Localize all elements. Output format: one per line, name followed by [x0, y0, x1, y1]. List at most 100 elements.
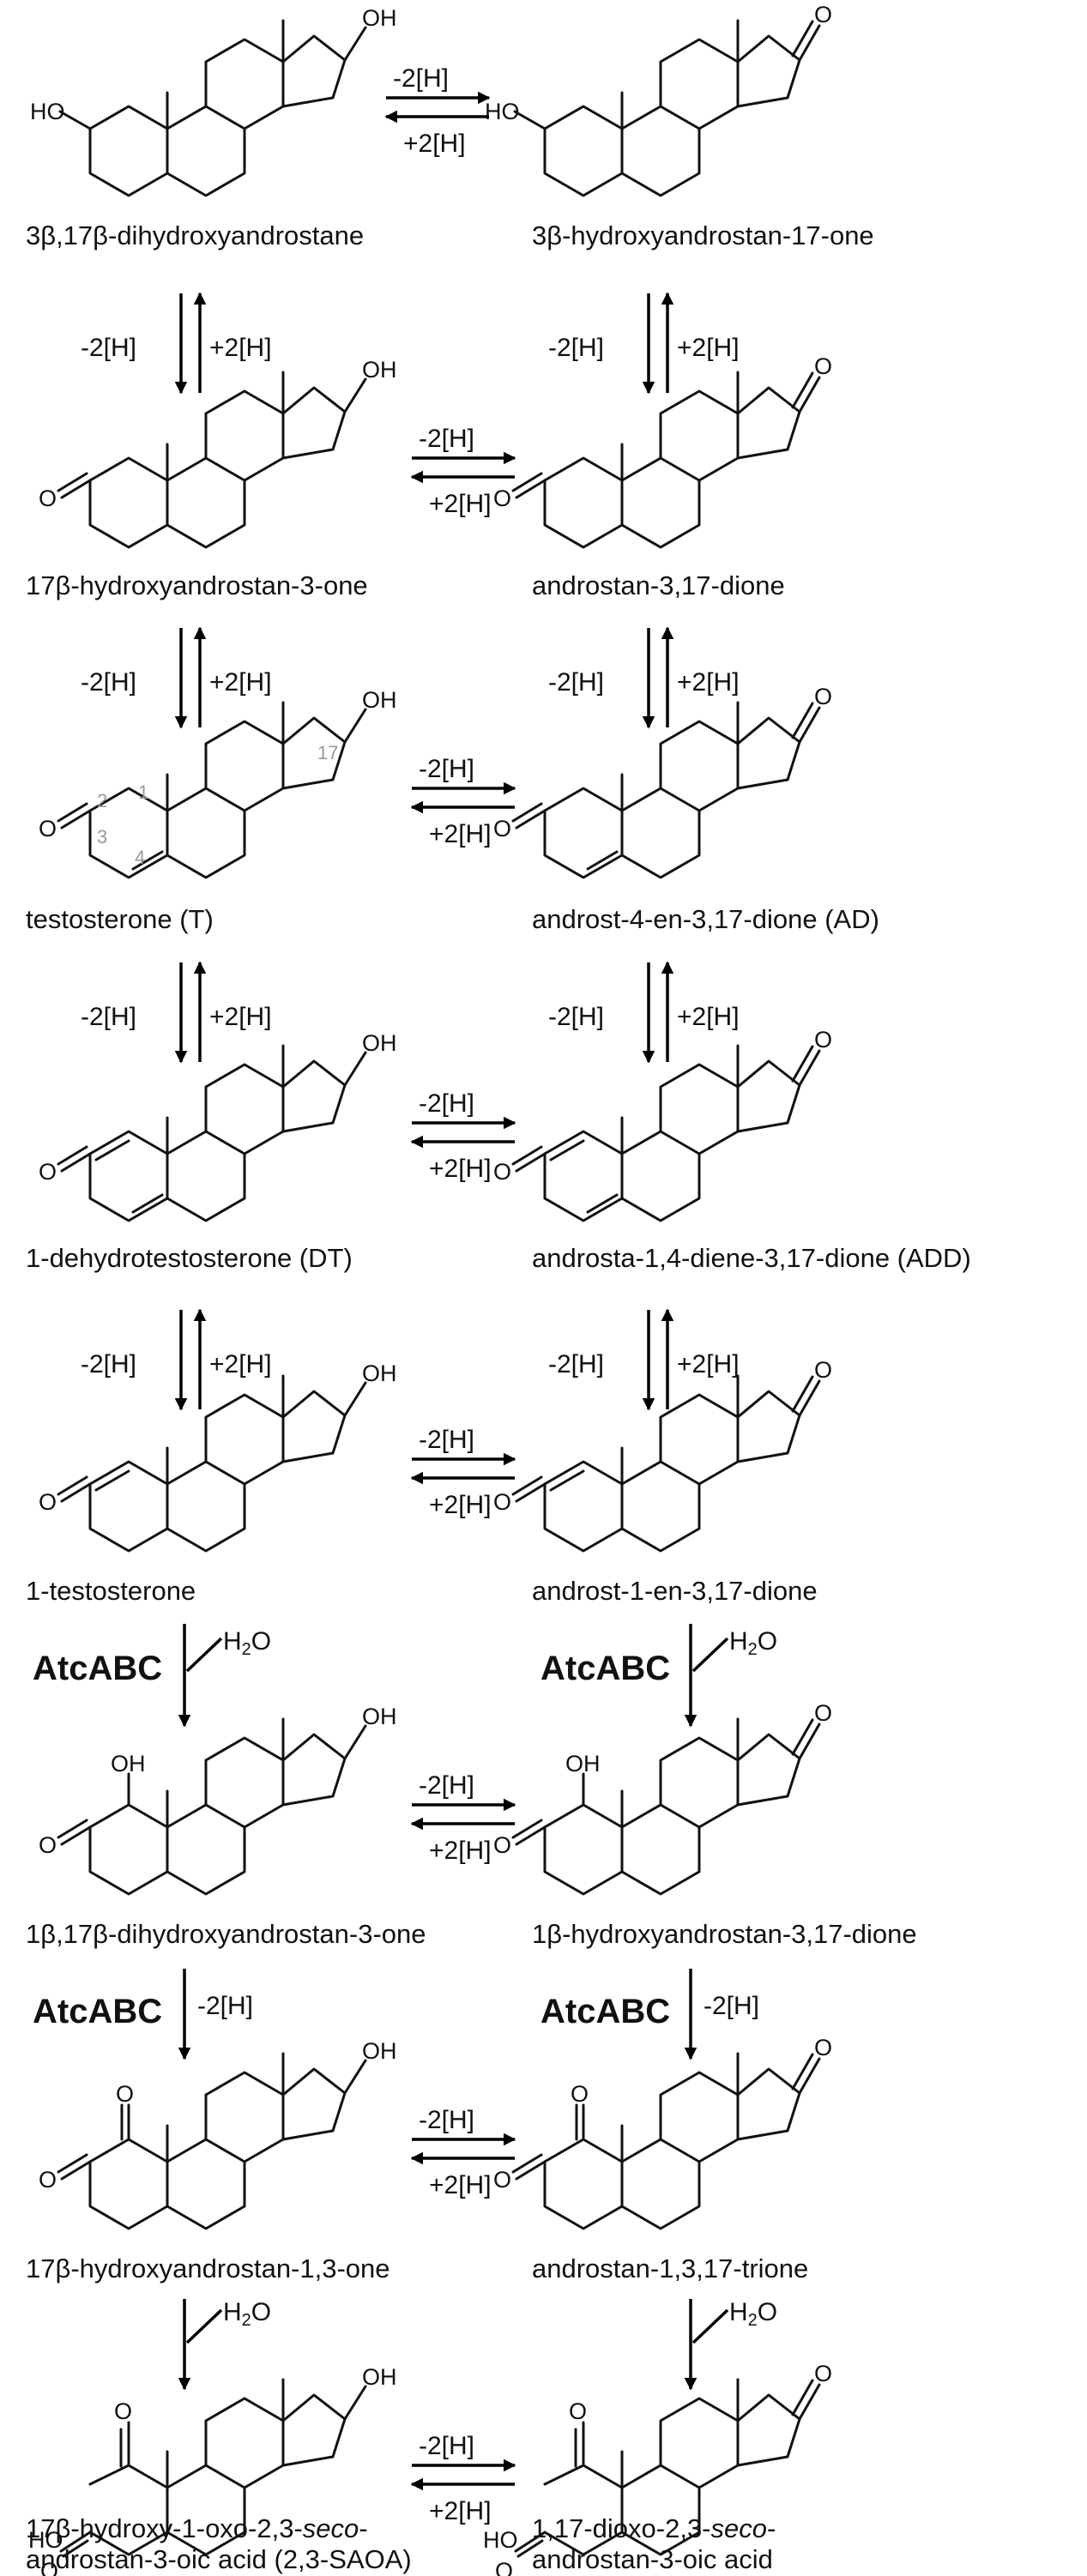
svg-text:+2[H]: +2[H]	[429, 490, 492, 518]
compound-c16: O HO O O	[483, 2361, 832, 2576]
svg-text:O: O	[39, 1832, 57, 1858]
hydrolysis-arrow-left: H2O	[178, 2298, 271, 2391]
compound-c1: HO OH	[30, 5, 397, 197]
svg-text:-2[H]: -2[H]	[419, 1426, 474, 1454]
svg-text:OH: OH	[362, 687, 397, 713]
svg-text:-2[H]: -2[H]	[704, 1992, 759, 2020]
label-c11: 1β,17β-dihydroxyandrostan-3-one	[26, 1919, 426, 1949]
compound-c9: O OH	[39, 1360, 397, 1553]
reaction-arrow-h2: -2[H] +2[H]	[412, 425, 515, 518]
svg-text:-2[H]: -2[H]	[548, 334, 604, 362]
svg-text:+2[H]: +2[H]	[429, 1155, 492, 1183]
reaction-arrow-v4-right: -2[H] +2[H]	[548, 1310, 740, 1409]
reaction-arrow-v1-left: -2[H] +2[H]	[81, 293, 272, 393]
position-number-17: 17	[317, 742, 338, 763]
label-c8: androsta-1,4-diene-3,17-dione (ADD)	[532, 1243, 971, 1273]
reaction-arrow-v2-right: -2[H] +2[H]	[548, 628, 740, 727]
enzyme-atcabc: AtcABC	[33, 1650, 162, 1687]
hydrolysis-arrow-right: H2O	[684, 2298, 777, 2391]
compound-c11: O OH OH	[39, 1704, 397, 1896]
svg-text:O: O	[493, 816, 511, 842]
reaction-arrow-v1-right: -2[H] +2[H]	[548, 293, 740, 393]
water-label: H2O	[223, 1627, 271, 1659]
label-c12: 1β-hydroxyandrostan-3,17-dione	[532, 1919, 917, 1949]
svg-text:+2[H]: +2[H]	[209, 1003, 272, 1031]
hydroxyl-3: HO	[30, 99, 65, 124]
svg-text:+2[H]: +2[H]	[209, 1350, 272, 1378]
svg-text:O: O	[493, 2167, 511, 2193]
svg-text:+2[H]: +2[H]	[403, 130, 466, 158]
oxo-17: O	[814, 2, 832, 27]
label-c15-line1: 17β-hydroxy-1-oxo-2,3-seco-	[26, 2513, 368, 2543]
compound-c7: O OH	[39, 1030, 397, 1222]
reaction-arrow-v2-left: -2[H] +2[H]	[81, 628, 272, 727]
svg-text:-2[H]: -2[H]	[81, 1003, 136, 1031]
svg-text:O: O	[814, 1700, 832, 1726]
hydroxyl-3: HO	[485, 99, 520, 124]
svg-text:-2[H]: -2[H]	[419, 2106, 474, 2134]
svg-text:+2[H]: +2[H]	[429, 1837, 492, 1865]
svg-text:O: O	[39, 2167, 57, 2193]
label-c1: 3β,17β-dihydroxyandrostane	[26, 220, 364, 250]
svg-text:-2[H]: -2[H]	[419, 1771, 474, 1800]
label-c6: androst-4-en-3,17-dione (AD)	[532, 904, 879, 934]
svg-text:-2[H]: -2[H]	[419, 2432, 474, 2460]
compound-c12: O OH O	[493, 1700, 832, 1896]
water-label: H2O	[729, 1627, 777, 1659]
svg-text:-2[H]: -2[H]	[419, 425, 474, 453]
hydroxyl-1: OH	[565, 1751, 601, 1777]
hydroxyl-17: OH	[362, 5, 397, 31]
compound-c4: O O	[493, 353, 832, 549]
svg-text:OH: OH	[362, 2038, 397, 2064]
svg-text:O: O	[814, 1027, 832, 1053]
label-c14: androstan-1,3,17-trione	[532, 2253, 808, 2283]
svg-text:OH: OH	[362, 357, 397, 383]
label-c5: testosterone (T)	[26, 904, 214, 934]
reaction-arrow-v3-left: -2[H] +2[H]	[81, 962, 272, 1062]
label-c9: 1-testosterone	[26, 1576, 196, 1606]
compound-c15: O HO O OH	[28, 2364, 397, 2576]
svg-text:OH: OH	[362, 1704, 397, 1729]
svg-text:O: O	[814, 2361, 832, 2386]
svg-text:O: O	[814, 353, 832, 379]
enzyme-atcabc: AtcABC	[540, 1650, 670, 1687]
svg-text:-2[H]: -2[H]	[548, 1350, 604, 1378]
reaction-arrow-v4-left: -2[H] +2[H]	[81, 1310, 272, 1409]
carboxyl-oh: HO	[483, 2527, 518, 2553]
compound-c10: O O	[493, 1357, 832, 1553]
svg-text:O: O	[39, 1159, 57, 1185]
label-c7: 1-dehydrotestosterone (DT)	[26, 1243, 353, 1273]
svg-text:O: O	[814, 684, 832, 709]
oxidation-arrow-right: -2[H] AtcABC	[540, 1969, 759, 2060]
carboxyl-o: O	[495, 2558, 513, 2576]
svg-text:+2[H]: +2[H]	[209, 334, 272, 362]
compound-c13: O O OH	[39, 2038, 397, 2230]
svg-text:O: O	[493, 1489, 511, 1515]
svg-text:+2[H]: +2[H]	[429, 820, 492, 848]
compound-c2: HO O	[485, 2, 832, 197]
reaction-arrow-h7: -2[H] +2[H]	[412, 2106, 515, 2199]
svg-text:+2[H]: +2[H]	[429, 2171, 492, 2199]
hydration-arrow-right: H2O AtcABC	[540, 1624, 777, 1728]
svg-text:-2[H]: -2[H]	[419, 1089, 474, 1118]
hydration-arrow-left: H2O AtcABC	[33, 1624, 271, 1728]
svg-text:O: O	[39, 1489, 57, 1515]
svg-text:-2[H]: -2[H]	[81, 668, 136, 697]
hydroxyl-1: OH	[111, 1751, 146, 1777]
compound-c3: O OH	[39, 357, 397, 549]
svg-text:-2[H]: -2[H]	[419, 755, 474, 783]
enzyme-atcabc: AtcABC	[540, 1993, 670, 2030]
svg-text:O: O	[814, 1357, 832, 1383]
svg-text:OH: OH	[362, 1030, 397, 1056]
svg-text:+2[H]: +2[H]	[429, 2497, 492, 2525]
reaction-arrow-h3: -2[H] +2[H]	[412, 755, 515, 848]
svg-text:OH: OH	[362, 1360, 397, 1386]
water-label: H2O	[223, 2298, 271, 2330]
position-number-4: 4	[135, 847, 145, 868]
svg-text:O: O	[493, 1159, 511, 1185]
svg-text:+2[H]: +2[H]	[209, 668, 272, 697]
compound-c5: O OH 1 2 3 4 17	[39, 687, 397, 879]
svg-text:O: O	[493, 1832, 511, 1858]
oxo-1: O	[116, 2081, 134, 2107]
